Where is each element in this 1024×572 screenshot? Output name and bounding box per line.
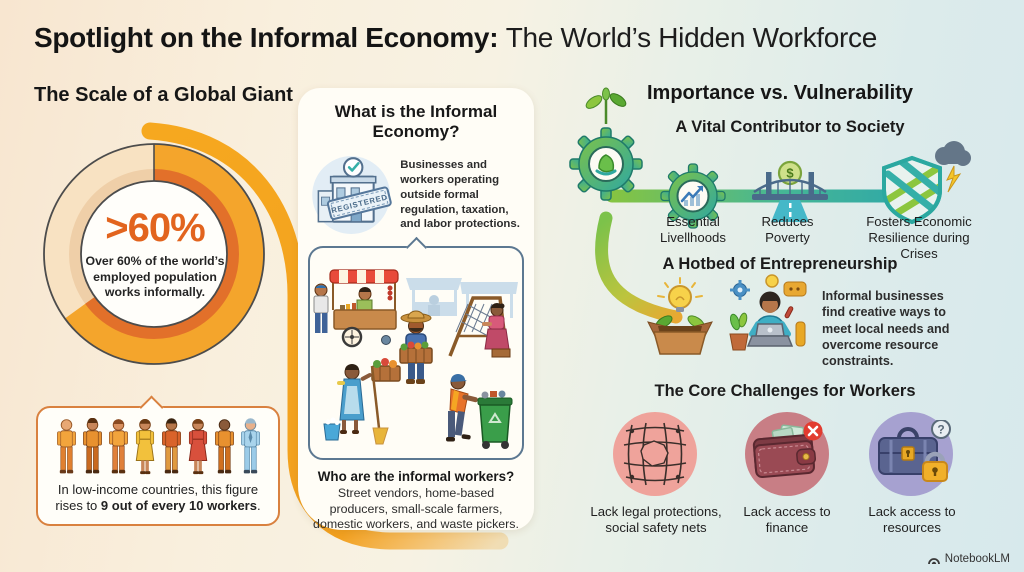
callout-bold: 9 out of every 10 workers bbox=[100, 498, 257, 514]
shield-storm-icon bbox=[882, 141, 971, 225]
vital-item-label: Essential Livellhoods bbox=[660, 214, 726, 245]
vital-item-label: Fosters Economic Resilience during Crise… bbox=[866, 214, 972, 261]
vegetable-crate bbox=[371, 358, 401, 382]
vital-item-label: Reduces Poverty bbox=[761, 214, 814, 245]
registered-building-icon: REGISTERED bbox=[312, 156, 392, 235]
page-title: Spotlight on the Informal Economy: The W… bbox=[34, 22, 877, 54]
callout-text: In low-income countries, this figure ris… bbox=[46, 482, 270, 515]
definition-card: What is the Informal Economy? REGISTERED bbox=[298, 88, 534, 532]
entrepreneur-laptop-icon bbox=[729, 274, 807, 351]
page-title-rest: The World’s Hidden Workforce bbox=[505, 22, 878, 53]
green-branch-ribbon bbox=[595, 211, 683, 324]
hotbed-body: Informal businesses find creative ways t… bbox=[822, 289, 950, 369]
challenges-heading: The Core Challenges for Workers bbox=[654, 382, 916, 400]
waste-picker bbox=[446, 374, 513, 450]
importance-heading: Importance vs. Vulnerability bbox=[646, 82, 913, 104]
bridge-dollar-icon: $ bbox=[752, 160, 828, 222]
street-vendor-cart bbox=[313, 269, 399, 348]
definition-card-heading: What is the Informal Economy? bbox=[334, 102, 498, 142]
donut-percent-value: >60% bbox=[105, 206, 205, 250]
svg-text:$: $ bbox=[786, 166, 794, 181]
donut-center-label: >60% Over 60% of the world’s employed po… bbox=[82, 206, 228, 301]
storm-cloud-icon bbox=[935, 141, 971, 193]
challenge-label: Lack legal protections, social safety ne… bbox=[590, 504, 722, 535]
gear-chart-icon bbox=[660, 163, 726, 229]
worker-figure-icon bbox=[161, 418, 181, 474]
small-scale-farmer bbox=[399, 310, 433, 385]
torn-net-badge bbox=[613, 412, 697, 496]
low-income-callout: In low-income countries, this figure ris… bbox=[36, 395, 280, 526]
callout-suffix: . bbox=[256, 498, 261, 514]
challenge-label: Lack access to finance bbox=[743, 504, 831, 535]
challenge-label: Lack access to resources bbox=[868, 504, 956, 535]
workers-body: Street vendors, home-based producers, sm… bbox=[313, 486, 519, 532]
street-scene-illustration bbox=[313, 269, 518, 450]
definition-body: Businesses and workers operating outside… bbox=[400, 159, 520, 231]
worker-figure-icon bbox=[56, 419, 76, 474]
callout-prefix: In low-income countries, this figure ris… bbox=[55, 482, 259, 514]
informal-workers-illustration bbox=[308, 236, 524, 461]
formal-worker-figure-icon bbox=[240, 418, 260, 474]
worker-figure-icon bbox=[135, 418, 154, 475]
wallet-x-icon bbox=[752, 421, 823, 479]
informal-employment-donut-chart bbox=[43, 143, 265, 365]
growth-gear-icon bbox=[569, 87, 643, 201]
page-title-emphasis: Spotlight on the Informal Economy: bbox=[34, 22, 506, 53]
scale-heading: The Scale of a Global Giant bbox=[34, 84, 293, 106]
domestic-worker bbox=[323, 364, 389, 445]
workers-pictogram bbox=[46, 416, 270, 476]
worker-figure-icon bbox=[108, 419, 128, 474]
worker-figure-icon bbox=[82, 418, 102, 474]
vital-heading: A Vital Contributor to Society bbox=[675, 118, 905, 136]
idea-box-icon bbox=[647, 277, 713, 355]
worker-figure-icon bbox=[188, 418, 207, 475]
market-stall-silhouette bbox=[406, 278, 518, 319]
svg-text:?: ? bbox=[937, 423, 944, 437]
workers-heading: Who are the informal workers? bbox=[317, 469, 515, 485]
hotbed-heading: A Hotbed of Entrepreneurship bbox=[662, 255, 898, 273]
toolbox-badge: ? bbox=[869, 412, 953, 496]
torn-net-icon bbox=[623, 422, 687, 486]
worker-figure-icon bbox=[214, 419, 234, 474]
notebooklm-watermark: NotebookLM bbox=[927, 553, 1010, 565]
home-based-weaver bbox=[448, 296, 511, 358]
wallet-badge bbox=[745, 412, 829, 496]
notebooklm-logo-icon bbox=[927, 558, 940, 565]
locked-toolbox-icon: ? bbox=[878, 420, 951, 482]
orange-swoosh bbox=[141, 122, 509, 550]
watermark-label: NotebookLM bbox=[944, 553, 1010, 565]
donut-caption: Over 60% of the world’s employed populat… bbox=[85, 254, 225, 300]
